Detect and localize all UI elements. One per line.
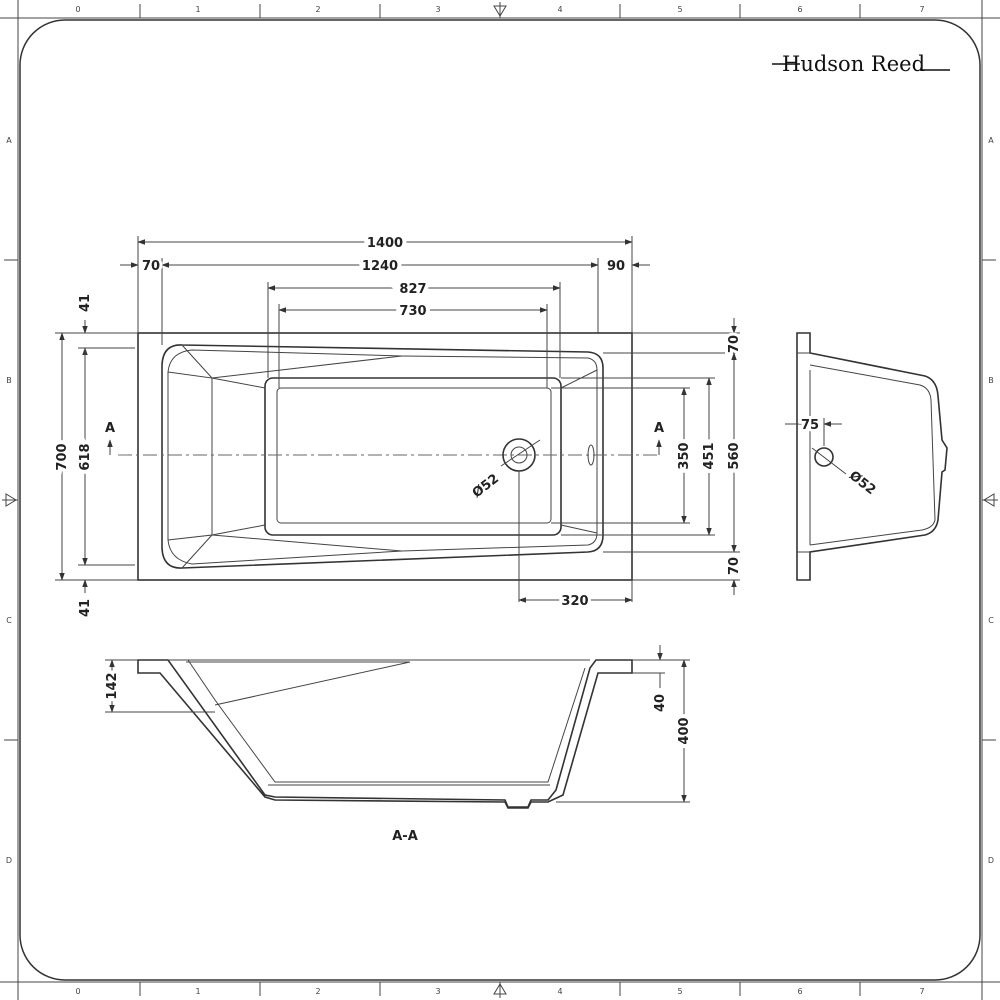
dim-floor-width-outer: 451 [702,442,717,469]
dim-floor-length-outer: 827 [399,282,426,297]
grid-col-bottom-1: 1 [195,987,200,996]
grid-row-left-b: B [6,376,12,385]
dim-step-height: 142 [105,672,120,699]
dim-overall-length: 1400 [367,236,403,251]
grid-row-left-c: C [6,616,12,625]
grid-col-top-1: 1 [195,5,200,14]
dim-floor-width-inner: 350 [677,442,692,469]
end-view-outline [796,332,948,581]
svg-text:A: A [654,421,664,436]
grid-row-right-a: A [988,136,994,145]
centre-mark-top-icon [493,2,507,18]
dim-overall-height: 400 [677,717,692,744]
grid-col-top-4: 4 [557,5,562,14]
grid-row-left-a: A [6,136,12,145]
dim-overflow-offset: 75 [801,418,819,433]
end-overflow-icon [811,447,847,475]
grid-row-right-b: B [988,376,994,385]
dim-bowl-width: 560 [727,442,742,469]
grid-col-bottom-2: 2 [315,987,320,996]
grid-row-right-c: C [988,616,994,625]
grid-col-bottom-5: 5 [677,987,682,996]
dim-rim-top-left: 41 [78,294,93,312]
section-label: A-A [392,829,418,844]
grid-col-bottom-0: 0 [75,987,80,996]
bath-floor-inner [276,387,552,524]
grid-row-right-d: D [988,856,994,865]
grid-row-left-d: D [6,856,12,865]
dim-floor-length-inner: 730 [399,304,426,319]
dim-waste-offset: 320 [561,594,588,609]
centre-mark-left-icon [2,493,18,507]
dim-right-rim: 90 [607,259,625,274]
end-view: 75 Ø52 [785,332,948,581]
plan-view: 320 Ø52 A A 1400 70 1240 90 [51,232,746,617]
bath-bowl-outline [161,344,604,569]
brand-name: Hudson Reed [782,52,925,76]
grid-col-top-3: 3 [435,5,440,14]
section-view: 142 40 400 A-A [102,645,696,844]
dim-rim-height: 40 [653,694,668,712]
bath-rim-outline [137,332,633,581]
brand-logo: Hudson Reed [772,52,950,76]
grid-col-bottom-4: 4 [557,987,562,996]
centre-mark-right-icon [982,493,998,507]
dim-waste-diameter: Ø52 [470,471,502,501]
dim-rim-bottom-left: 41 [78,599,93,617]
dim-inner-width: 618 [78,443,93,470]
section-marker-right: A [654,421,664,455]
grid-col-top-0: 0 [75,5,80,14]
centre-mark-bottom-icon [493,982,507,998]
dim-rim-bottom-right: 70 [727,557,742,575]
dim-inner-length: 1240 [362,259,398,274]
dim-left-rim: 70 [142,259,160,274]
grid-col-bottom-7: 7 [919,987,924,996]
dim-rim-top-right: 70 [727,335,742,353]
dim-overall-width: 700 [55,443,70,470]
section-marker-left: A [105,421,115,455]
overflow-slot-icon [587,444,595,466]
grid-col-top-5: 5 [677,5,682,14]
svg-text:A: A [105,421,115,436]
grid-col-top-6: 6 [797,5,802,14]
dim-overflow-diameter: Ø52 [846,468,878,498]
grid-col-top-7: 7 [919,5,924,14]
grid-col-top-2: 2 [315,5,320,14]
section-outline [137,659,633,809]
grid-col-bottom-3: 3 [435,987,440,996]
bath-floor-outline [264,377,562,536]
grid-col-bottom-6: 6 [797,987,802,996]
